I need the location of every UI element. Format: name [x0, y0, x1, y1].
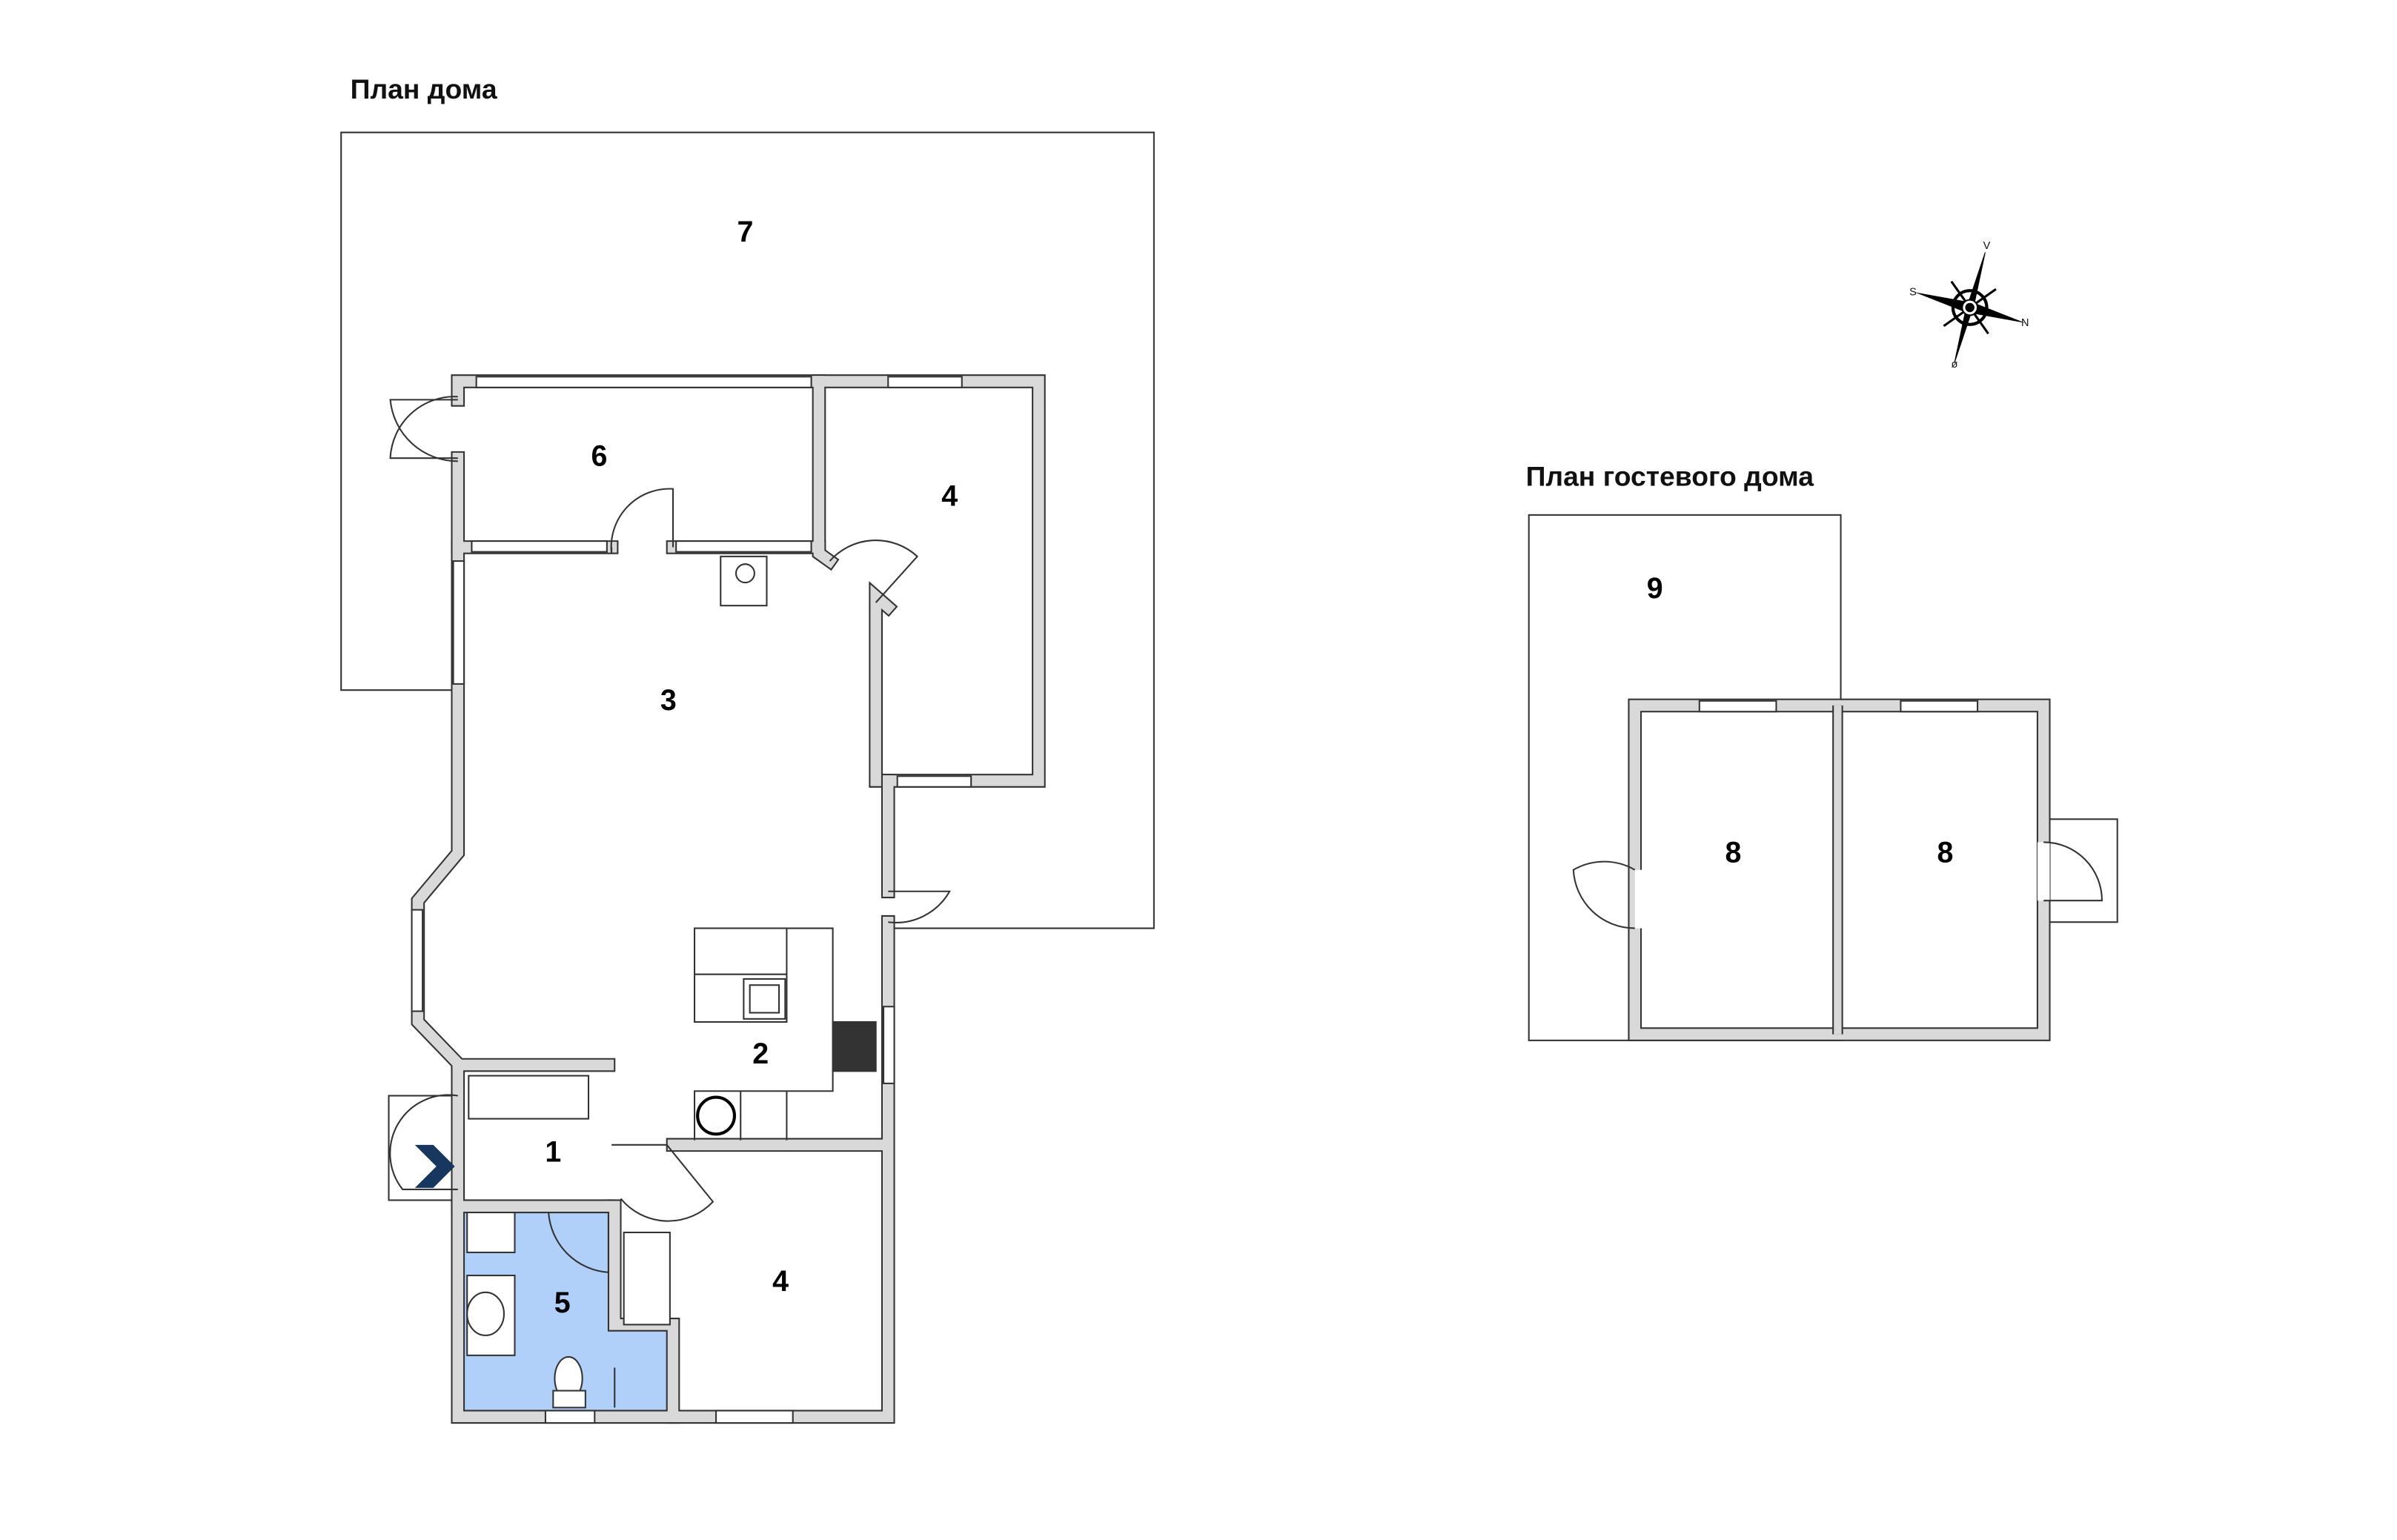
- compass-rose-icon: V S N ø: [1909, 240, 2029, 371]
- room-6-label: 6: [591, 440, 608, 473]
- windows: [411, 376, 972, 1424]
- main-house-walls: [411, 374, 1046, 1424]
- terrace-7-outline: [340, 131, 1155, 929]
- kitchen-fixtures: [466, 555, 877, 1409]
- room-3-label: 3: [660, 684, 677, 717]
- bathroom-floor: [464, 1212, 667, 1411]
- compass-right-label: N: [2021, 317, 2029, 329]
- main-house-title: План дома: [351, 73, 497, 104]
- guest-house-walls: [1572, 698, 2103, 1041]
- compass-top-label: V: [1983, 240, 1991, 252]
- doors: [389, 396, 951, 1274]
- room-1-label: 1: [545, 1136, 561, 1169]
- room-2-label: 2: [752, 1038, 769, 1070]
- room-8-right-label: 8: [1937, 836, 1954, 869]
- room-8-left-label: 8: [1725, 836, 1741, 869]
- compass-bottom-label: ø: [1952, 359, 1958, 371]
- room-7-label: 7: [737, 216, 753, 248]
- compass-left-label: S: [1909, 286, 1917, 298]
- room-5-label: 5: [554, 1287, 571, 1319]
- room-4-upper-label: 4: [941, 479, 958, 512]
- guest-house-title: План гостевого дома: [1526, 460, 1814, 491]
- room-9-label: 9: [1647, 572, 1663, 605]
- entrance-arrow-icon: [414, 1144, 455, 1188]
- guest-porch: [2046, 818, 2118, 923]
- room-4-lower-label: 4: [772, 1265, 789, 1298]
